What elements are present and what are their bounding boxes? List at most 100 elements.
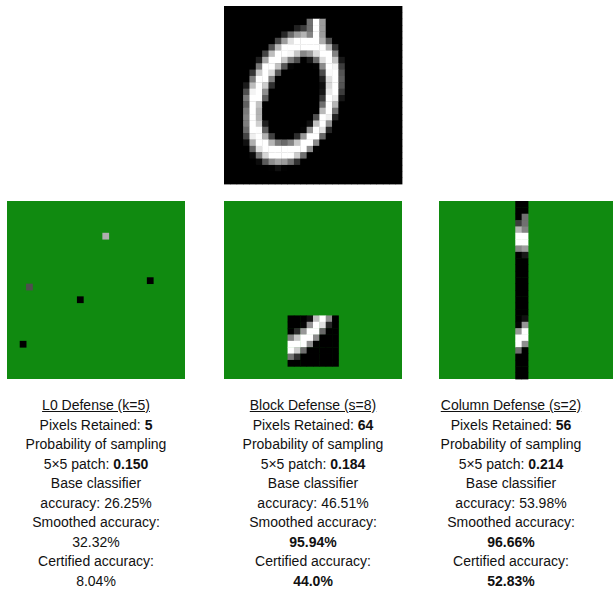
caption-line: Certified accuracy: — [0, 552, 196, 572]
pixel — [313, 322, 320, 329]
pixel — [522, 373, 529, 380]
pixel — [256, 31, 263, 38]
pixel — [224, 76, 231, 83]
pixel — [383, 6, 390, 13]
caption-line: Base classifier — [0, 474, 196, 494]
pixel — [237, 152, 244, 159]
pixel — [224, 63, 231, 70]
pixel — [249, 108, 256, 115]
pixel — [294, 146, 301, 153]
pixel — [338, 108, 345, 115]
metric-text: Base classifier — [51, 475, 141, 491]
pixel — [269, 140, 276, 147]
pixel — [224, 120, 231, 127]
pixel — [230, 12, 237, 19]
pixel — [288, 347, 295, 354]
pixel — [313, 44, 320, 51]
pixel — [288, 38, 295, 45]
pixel — [515, 373, 522, 380]
pixel — [294, 70, 301, 77]
pixel — [396, 95, 403, 102]
pixel — [237, 19, 244, 26]
metric-text: 0.184 — [330, 456, 365, 472]
pixel — [358, 82, 365, 89]
pixel — [313, 70, 320, 77]
pixel — [338, 146, 345, 153]
pixel — [338, 6, 345, 13]
metric-text: 64 — [358, 417, 374, 433]
pixel — [515, 309, 522, 316]
pixel — [389, 25, 396, 32]
pixel — [389, 38, 396, 45]
pixel — [249, 95, 256, 102]
pixel — [288, 146, 295, 153]
pixel — [307, 57, 314, 64]
pixel — [326, 146, 333, 153]
pixel — [294, 114, 301, 121]
pixel — [396, 19, 403, 26]
pixel — [262, 114, 269, 121]
pixel — [313, 146, 320, 153]
pixel — [307, 19, 314, 26]
pixel — [275, 31, 282, 38]
pixel — [300, 89, 307, 96]
pixel — [383, 127, 390, 134]
pixel — [237, 140, 244, 147]
pixel — [515, 322, 522, 329]
pixel — [256, 38, 263, 45]
pixel — [294, 38, 301, 45]
pixel — [275, 12, 282, 19]
pixel — [396, 140, 403, 147]
pixel — [281, 51, 288, 58]
pixel — [269, 101, 276, 108]
pixel — [249, 152, 256, 159]
pixel — [294, 31, 301, 38]
pixel — [224, 146, 231, 153]
pixel — [345, 108, 352, 115]
pixel — [275, 82, 282, 89]
pixel — [262, 76, 269, 83]
pixel — [332, 127, 339, 134]
pixel — [326, 19, 333, 26]
pixel — [300, 57, 307, 64]
pixel — [364, 38, 371, 45]
pixel — [377, 76, 384, 83]
pixel — [345, 25, 352, 32]
caption-line: Pixels Retained:64 — [213, 416, 413, 436]
pixel — [269, 51, 276, 58]
pixel — [300, 127, 307, 134]
pixel — [300, 82, 307, 89]
pixel — [275, 165, 282, 172]
pixel — [389, 159, 396, 166]
pixel — [294, 322, 301, 329]
pixel — [351, 19, 358, 26]
pixel — [294, 44, 301, 51]
pixel — [294, 82, 301, 89]
pixel — [319, 152, 326, 159]
pixel — [332, 76, 339, 83]
pixel — [364, 146, 371, 153]
pixel — [243, 44, 250, 51]
pixel — [332, 31, 339, 38]
pixel — [294, 140, 301, 147]
pixel — [281, 70, 288, 77]
pixel — [383, 120, 390, 127]
pixel — [389, 76, 396, 83]
pixel — [326, 354, 333, 361]
pixel — [515, 214, 522, 221]
pixel — [237, 101, 244, 108]
pixel — [364, 19, 371, 26]
pixel — [288, 19, 295, 26]
pixel — [300, 354, 307, 361]
pixel — [237, 159, 244, 166]
pixel — [294, 360, 301, 367]
pixel — [326, 171, 333, 178]
pixel — [377, 159, 384, 166]
pixel — [332, 322, 339, 329]
pixel — [249, 114, 256, 121]
caption-line: 8.04% — [0, 572, 196, 592]
pixel — [281, 152, 288, 159]
pixel — [332, 152, 339, 159]
pixel — [326, 95, 333, 102]
pixel — [300, 159, 307, 166]
